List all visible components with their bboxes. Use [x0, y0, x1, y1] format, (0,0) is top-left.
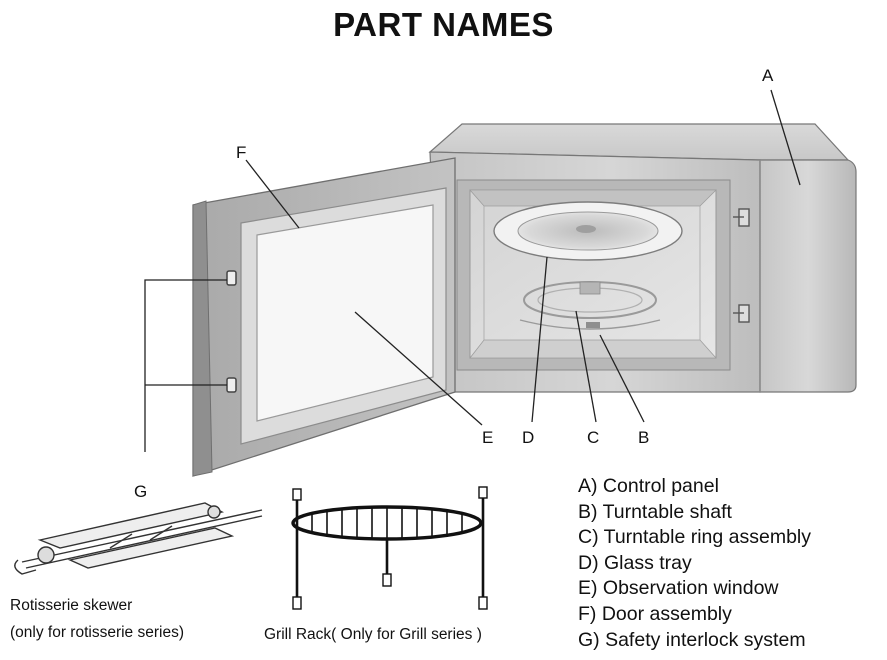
- grill-rack: [291, 486, 488, 610]
- marker-e: E: [482, 428, 494, 447]
- glass-tray: [493, 201, 683, 261]
- legend-item: D) Glass tray: [578, 551, 692, 574]
- skewer-caption-title: Rotisserie skewer: [10, 597, 133, 614]
- turntable-ring: [519, 281, 661, 330]
- marker-f: F: [236, 143, 247, 162]
- control-panel: [759, 159, 857, 393]
- rotisserie-skewer: [14, 502, 263, 575]
- legend-item: E) Observation window: [578, 577, 779, 600]
- marker-d: D: [522, 428, 535, 447]
- parts-legend: A) Control panel B) Turntable shaft C) T…: [578, 474, 811, 653]
- grill-rack-caption: Grill Rack( Only for Grill series ): [264, 626, 482, 643]
- skewer-caption-note: (only for rotisserie series): [10, 624, 184, 641]
- legend-item: C) Turntable ring assembly: [578, 526, 812, 549]
- leader-lines: [144, 89, 801, 452]
- turntable-shaft: [586, 322, 600, 328]
- marker-b: B: [638, 428, 650, 447]
- legend-item: F) Door assembly: [578, 602, 732, 625]
- legend-item: A) Control panel: [578, 475, 719, 497]
- page-title: PART NAMES: [333, 6, 554, 43]
- marker-g: G: [134, 482, 148, 501]
- legend-item: G) Safety interlock system: [578, 628, 806, 651]
- marker-a: A: [762, 66, 774, 85]
- observation-window: [256, 204, 434, 422]
- latch-slots: [733, 208, 750, 323]
- legend-item: B) Turntable shaft: [578, 500, 732, 523]
- marker-c: C: [587, 428, 600, 447]
- door-assembly: [192, 157, 456, 477]
